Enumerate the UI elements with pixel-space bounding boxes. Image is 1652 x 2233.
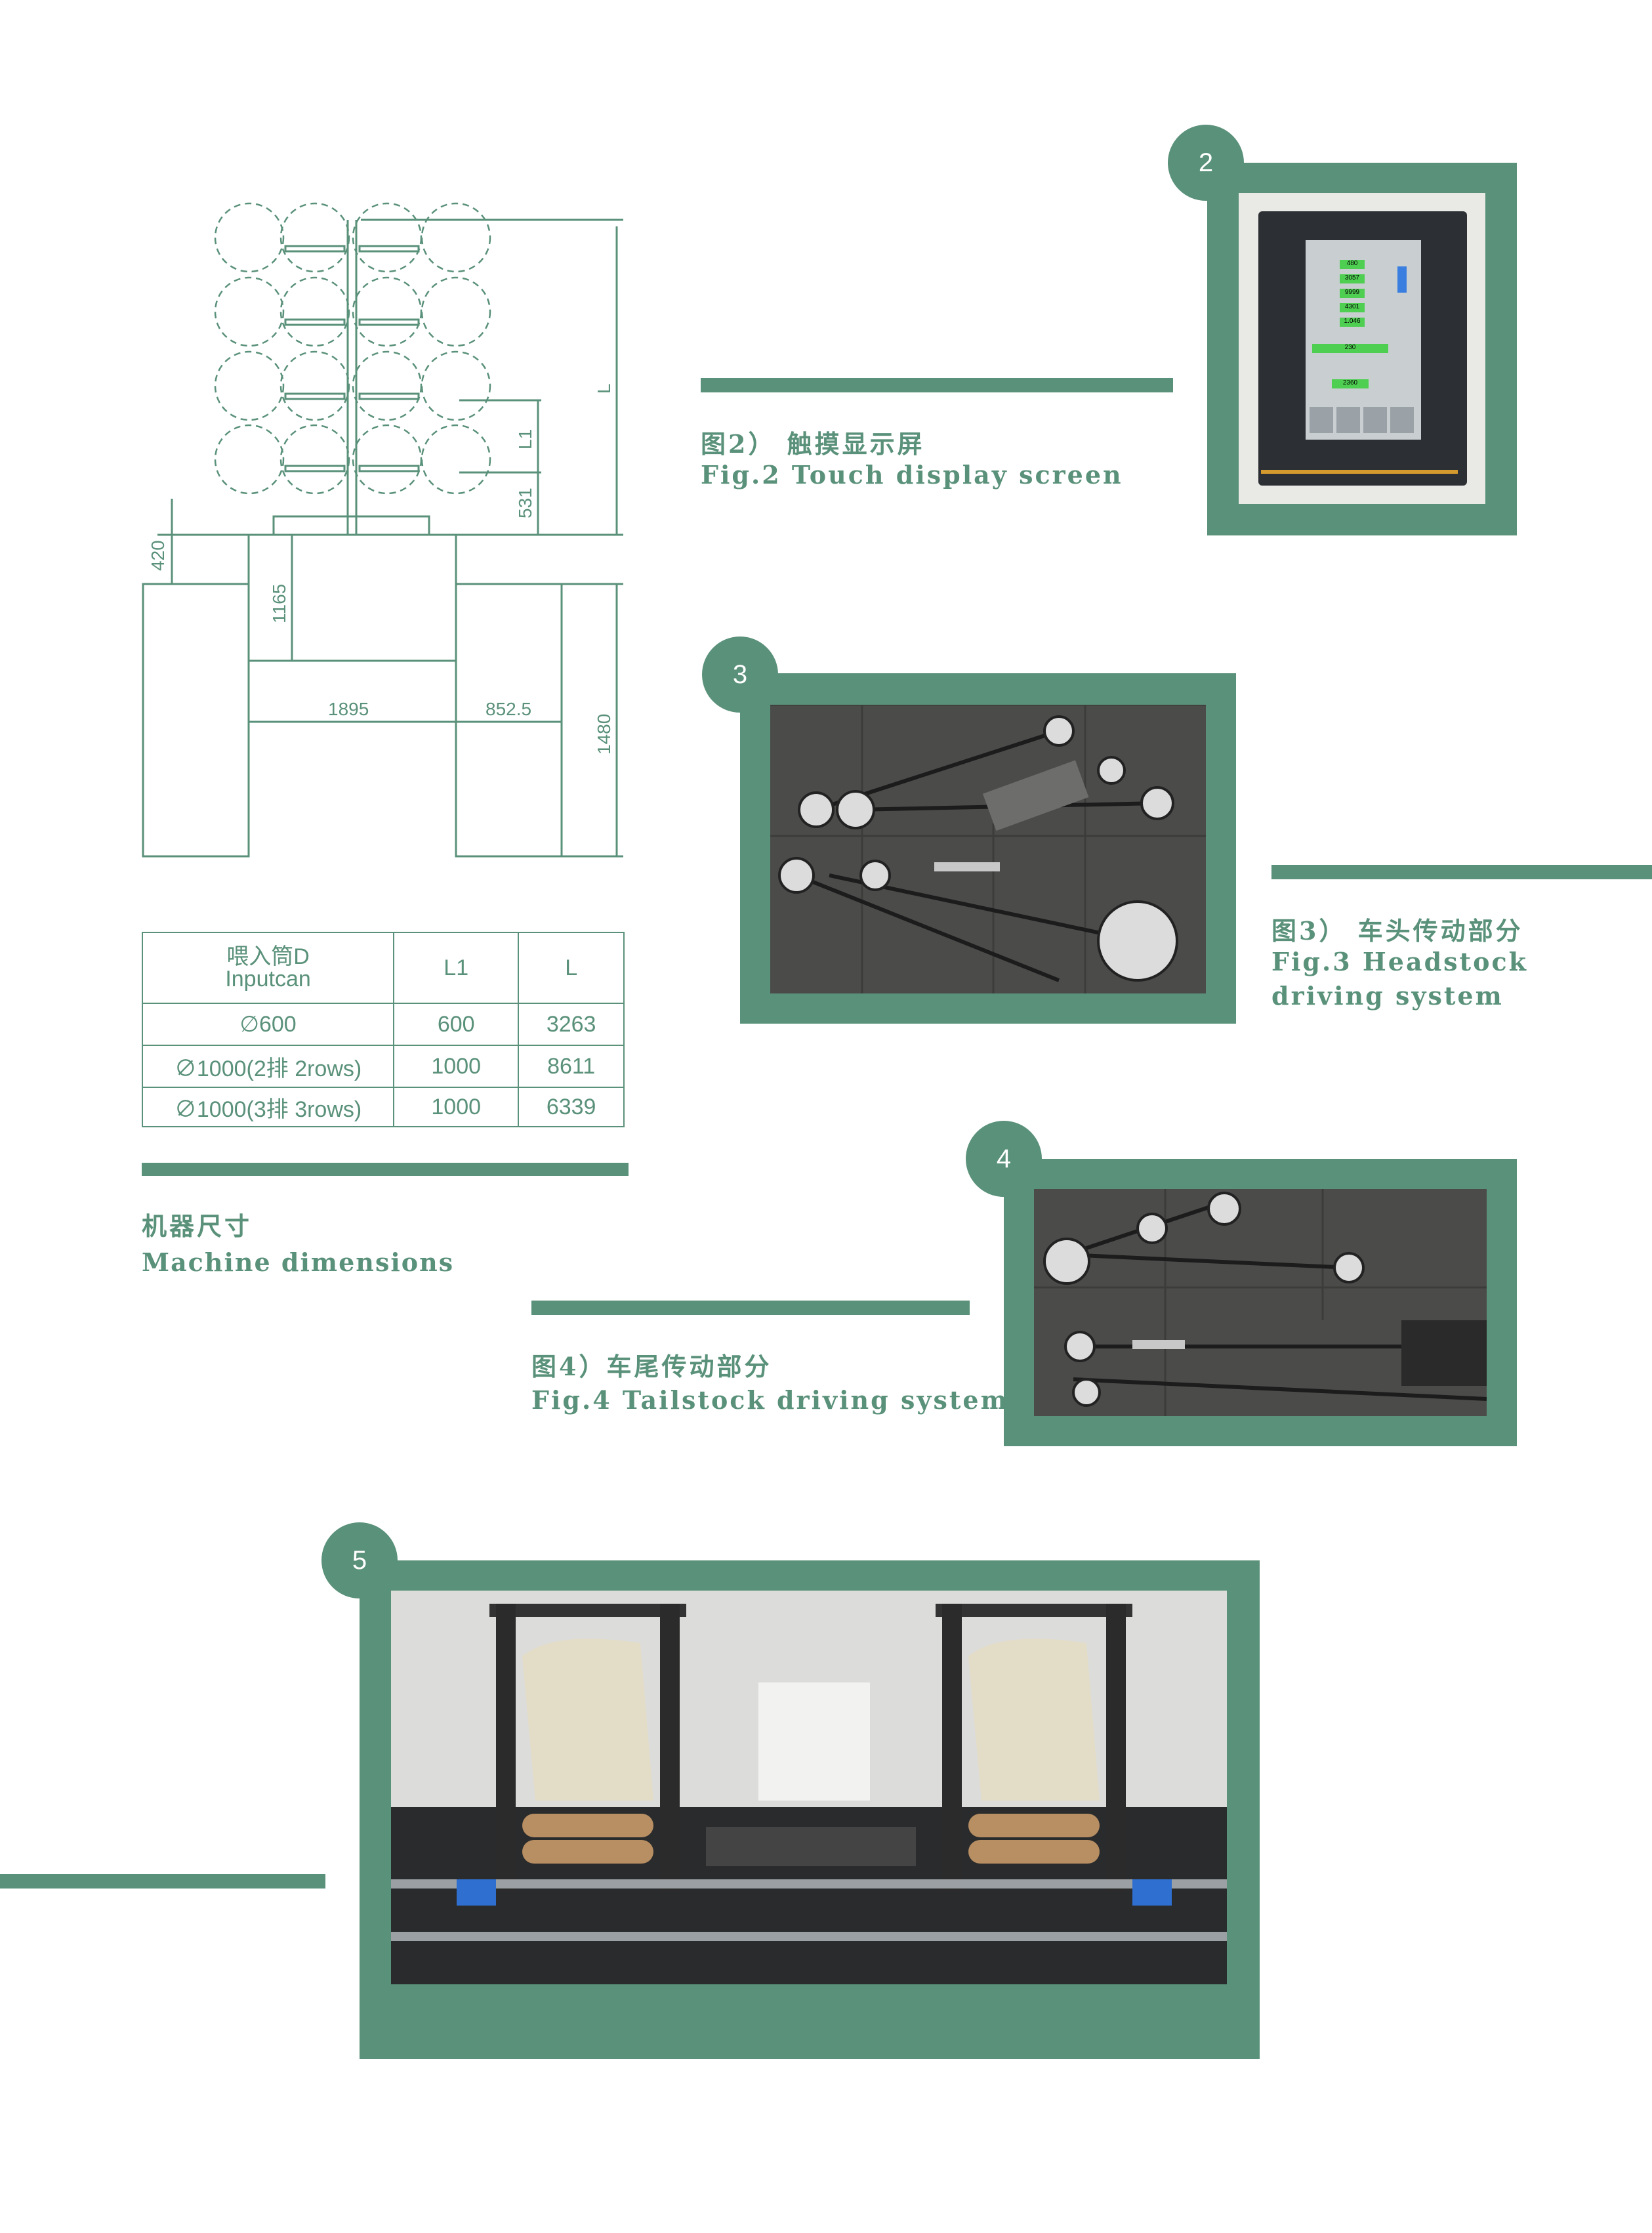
cell-d: ∅1000(2排 2rows)	[141, 1045, 395, 1088]
header-l1: L1	[393, 932, 520, 1004]
table-row: ∅600 600 3263	[141, 1003, 625, 1046]
divider-machine	[142, 1163, 629, 1176]
caption-machine-cn: 机器尺寸	[142, 1211, 253, 1241]
cell-l1: 1000	[393, 1087, 520, 1127]
caption-fig4-en: Fig.4 Tailstock driving system	[531, 1385, 1009, 1415]
dim-l1: L1	[515, 429, 535, 449]
cell-l: 3263	[518, 1003, 625, 1046]
screen-value-2: 3057	[1340, 274, 1365, 283]
fig3-photo	[770, 705, 1206, 993]
dim-1165: 1165	[269, 584, 289, 623]
cell-l1: 1000	[393, 1045, 520, 1088]
cell-d: ∅1000(3排 3rows)	[141, 1087, 395, 1127]
dimension-table: 喂入筒D Inputcan L1 L ∅600 600 3263 ∅1000(2…	[141, 932, 625, 1127]
caption-fig4-cn: 图4）车尾传动部分	[531, 1352, 772, 1381]
fig4-photo	[1034, 1189, 1487, 1416]
dim-1480: 1480	[594, 714, 614, 755]
header-inputcan-en: Inputcan	[225, 967, 311, 991]
dim-852: 852.5	[485, 699, 531, 719]
screen-main-value: 230	[1312, 344, 1388, 353]
divider-fig5	[0, 1874, 325, 1889]
table-row: ∅1000(2排 2rows) 1000 8611	[141, 1045, 625, 1088]
caption-fig3-en-2: driving system	[1271, 981, 1504, 1011]
screen-value-1: 480	[1340, 260, 1365, 269]
screen-display: 480 3057 9999 4301 1.046 230 2360	[1306, 240, 1421, 440]
fig5-photo	[391, 1591, 1227, 1984]
fig2-photo: 480 3057 9999 4301 1.046 230 2360	[1239, 193, 1485, 504]
screen-accent-strip	[1261, 470, 1458, 474]
divider-fig4	[531, 1301, 970, 1315]
badge-4: 4	[966, 1121, 1042, 1197]
cell-l: 8611	[518, 1045, 625, 1088]
tailstock-illustration	[1034, 1189, 1487, 1416]
cell-d: ∅600	[141, 1003, 395, 1046]
screen-button-row	[1310, 407, 1417, 433]
screen-level-bar	[1397, 266, 1407, 293]
badge-3: 3	[702, 637, 778, 713]
dim-420: 420	[148, 540, 168, 571]
cell-l1: 600	[393, 1003, 520, 1046]
caption-machine-en: Machine dimensions	[142, 1247, 455, 1277]
badge-2: 2	[1168, 125, 1244, 201]
header-l: L	[518, 932, 625, 1004]
divider-fig3	[1271, 865, 1652, 879]
drafting-unit-illustration	[391, 1591, 1227, 1984]
header-inputcan-cn: 喂入筒D	[226, 944, 310, 969]
divider-fig2	[701, 378, 1173, 392]
badge-5: 5	[321, 1522, 398, 1598]
dim-l: L	[594, 383, 614, 394]
dim-1895: 1895	[328, 699, 369, 719]
screen-sub-value: 2360	[1332, 379, 1369, 388]
screen-value-4: 4301	[1340, 303, 1365, 312]
dim-531: 531	[515, 488, 535, 518]
screen-value-3: 9999	[1340, 289, 1365, 298]
table-row: ∅1000(3排 3rows) 1000 6339	[141, 1087, 625, 1127]
caption-fig3-cn: 图3） 车头传动部分	[1271, 916, 1523, 946]
header-inputcan: 喂入筒D Inputcan	[141, 932, 395, 1004]
caption-fig2-en: Fig.2 Touch display screen	[701, 460, 1123, 490]
caption-fig2-cn: 图2） 触摸显示屏	[701, 429, 925, 459]
cell-l: 6339	[518, 1087, 625, 1127]
screen-value-5: 1.046	[1340, 318, 1365, 327]
headstock-illustration	[770, 705, 1206, 993]
machine-dimension-drawing: 420 1165 1895 852.5 1480 531 L1 L	[142, 202, 623, 858]
caption-fig3-en-1: Fig.3 Headstock	[1271, 947, 1528, 976]
